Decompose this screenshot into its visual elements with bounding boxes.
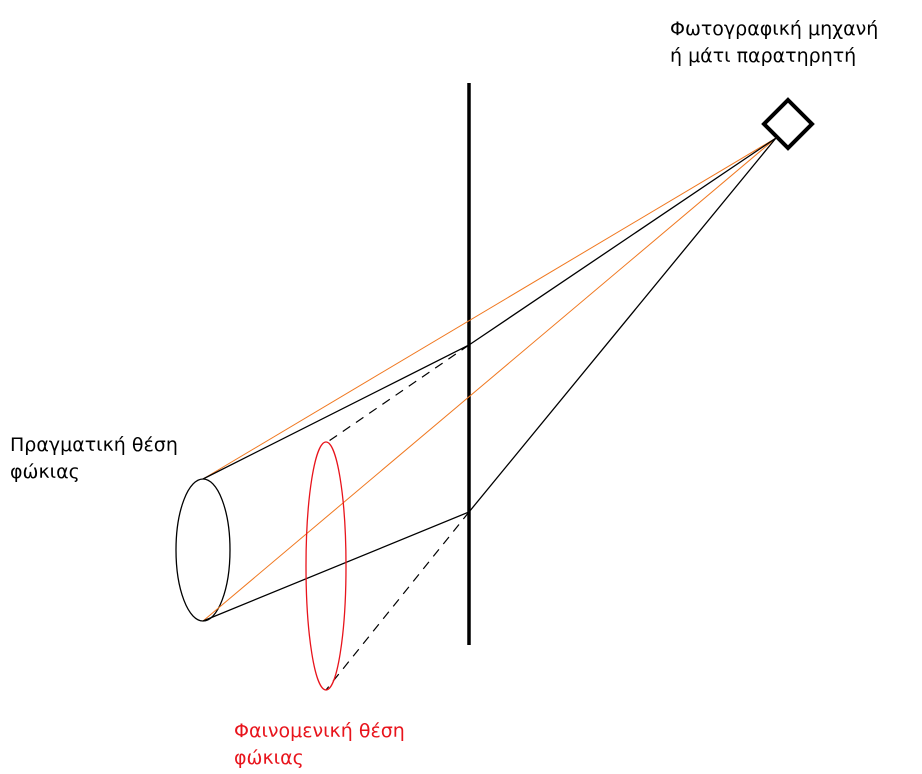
apparent-position-label-line1: Φαινομενική θέση <box>234 720 405 742</box>
orange-ray-top <box>202 137 777 480</box>
camera-label-line2: ή μάτι παρατηρητή <box>670 45 857 67</box>
dashed-extension-bottom <box>325 511 470 691</box>
real-position-ellipse <box>175 478 231 622</box>
apparent-position-label: Φαινομενική θέση φώκιας <box>234 718 405 772</box>
real-position-label-line1: Πραγματική θέση <box>10 434 178 456</box>
camera-label-line1: Φωτογραφική μηχανή <box>670 18 879 40</box>
camera-marker-icon <box>761 97 815 151</box>
orange-ray-bottom <box>202 137 777 622</box>
refracted-ray-bottom <box>202 137 777 622</box>
real-position-label-line2: φώκιας <box>10 461 80 483</box>
real-position-label: Πραγματική θέση φώκιας <box>10 432 178 486</box>
apparent-position-label-line2: φώκιας <box>234 747 304 769</box>
camera-label: Φωτογραφική μηχανή ή μάτι παρατηρητή <box>670 16 878 70</box>
apparent-position-ellipse <box>305 441 347 691</box>
dashed-extension-top <box>325 344 470 444</box>
